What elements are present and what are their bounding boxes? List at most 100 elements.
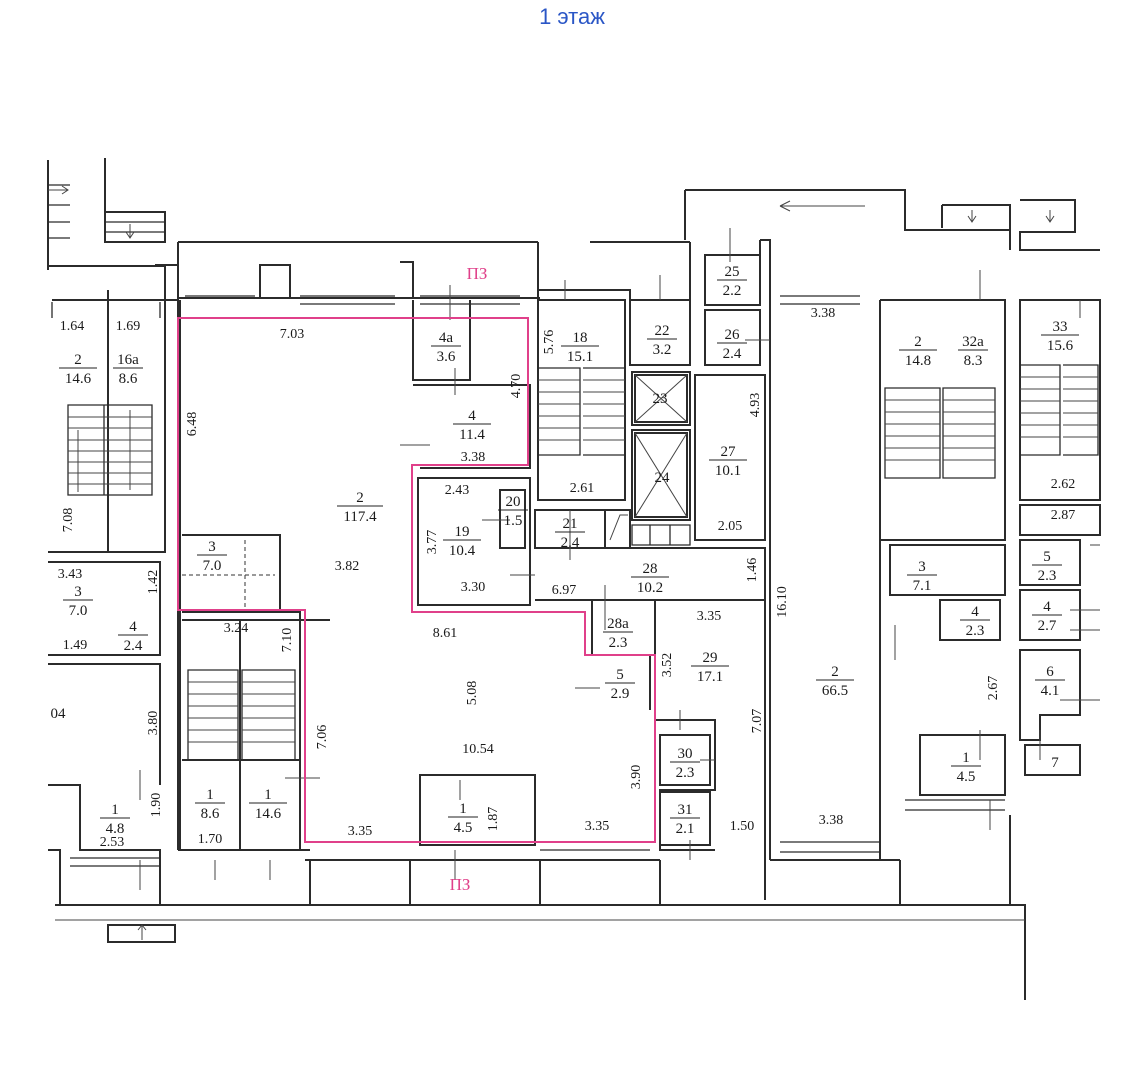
room-r3r: 37.1 [907, 559, 937, 594]
room-area: 2.3 [966, 623, 985, 639]
dimension-label: 1.42 [146, 570, 161, 595]
room-r25: 252.2 [717, 264, 747, 299]
room-r1b: 18.6 [195, 787, 225, 822]
room-r2a: 214.6 [59, 352, 97, 387]
room-area: 14.6 [255, 806, 282, 822]
room-r33: 33 15.6 [1041, 319, 1079, 354]
room-area: 15.6 [1047, 338, 1074, 354]
room-r3b: 37.0 [197, 539, 227, 574]
room-number: 3 [918, 559, 926, 575]
dimension-label: 7.08 [61, 508, 76, 533]
room-number: 5 [616, 667, 624, 683]
dimension-label: 3.82 [335, 559, 360, 574]
room-area: 2.7 [1038, 618, 1057, 634]
room-number: 1 [264, 787, 272, 803]
dimension-label: 1.50 [730, 819, 755, 834]
room-area: 14.8 [905, 353, 931, 369]
room-area: 3.2 [653, 342, 672, 358]
dimension-label: 5.08 [465, 681, 480, 706]
room-number: 2 [831, 664, 839, 680]
room-number: 31 [678, 802, 693, 818]
room-area: 11.4 [459, 427, 485, 443]
room-r1r: 14.5 [951, 750, 981, 785]
section-mark-top: ПЗ [467, 264, 488, 283]
room-r6r: 64.1 [1035, 664, 1065, 699]
room-area: 15.1 [567, 349, 593, 365]
room-number: 29 [703, 650, 718, 666]
lift-label-24: 24 [655, 470, 671, 486]
room-number: 4 [1043, 599, 1051, 615]
room-r4rr: 42.7 [1032, 599, 1062, 634]
room-label-04: 04 [51, 706, 67, 722]
room-number: 1 [111, 802, 119, 818]
room-area: 4.1 [1041, 683, 1060, 699]
room-area: 2.4 [124, 638, 143, 654]
room-area: 2.9 [611, 686, 630, 702]
room-labels: 214.616а8.637.042.414.82117.437.018.6114… [59, 264, 1079, 837]
highlighted-premises-outline [177, 317, 656, 843]
room-number: 21 [563, 516, 578, 532]
room-number: 2 [914, 334, 922, 350]
dimension-label: 1.90 [149, 793, 164, 818]
walls [47, 158, 1101, 1000]
room-number: 32а [962, 334, 984, 350]
room-r3a: 37.0 [63, 584, 93, 619]
dimension-label: 3.52 [660, 653, 675, 678]
dimension-label: 2.67 [986, 676, 1001, 701]
dimension-label: 1.46 [745, 558, 760, 583]
dimension-label: 2.62 [1051, 477, 1076, 492]
dimension-label: 2.61 [570, 481, 595, 496]
dimension-label: 16.10 [775, 586, 790, 618]
room-number: 4 [971, 604, 979, 620]
room-number: 33 [1053, 319, 1068, 335]
room-area: 2.3 [676, 765, 695, 781]
room-r21: 212.4 [555, 516, 585, 551]
room-number: 3 [208, 539, 216, 555]
room-number: 4 [468, 408, 476, 424]
room-area: 17.1 [697, 669, 723, 685]
room-r1c: 114.6 [249, 787, 287, 822]
dimension-label: 3.90 [629, 765, 644, 790]
dimension-label: 1.70 [198, 832, 223, 847]
room-r4a2: 4а3.6 [431, 330, 461, 365]
room-area: 10.2 [637, 580, 663, 596]
dimension-label: 3.38 [461, 450, 486, 465]
room-r1d: 14.5 [448, 801, 478, 836]
room-area: 8.6 [201, 806, 220, 822]
room-area: 4.5 [957, 769, 976, 785]
room-number: 5 [1043, 549, 1051, 565]
room-r19: 19 10.4 [443, 524, 481, 559]
room-r5r: 52.3 [1032, 549, 1062, 584]
room-area: 14.6 [65, 371, 92, 387]
room-r4a: 42.4 [118, 619, 148, 654]
room-number: 1 [206, 787, 214, 803]
room-area: 4.8 [106, 821, 125, 837]
room-r20: 201.5 [498, 494, 528, 529]
room-r4b: 411.4 [453, 408, 491, 443]
room-r5a: 52.9 [605, 667, 635, 702]
dimension-label: 2.43 [445, 483, 470, 498]
room-number: 28а [607, 616, 629, 632]
room-area: 2.4 [723, 346, 742, 362]
room-r4r: 42.3 [960, 604, 990, 639]
dimension-label: 3.38 [819, 813, 844, 828]
room-r29: 29 17.1 [691, 650, 729, 685]
room-number: 19 [455, 524, 470, 540]
room-number: 4а [439, 330, 454, 346]
room-area: 3.6 [437, 349, 456, 365]
room-area: 10.4 [449, 543, 476, 559]
room-number: 25 [725, 264, 740, 280]
dimension-label: 3.77 [425, 530, 440, 555]
dimension-label: 3.35 [348, 824, 373, 839]
dimension-label: 3.80 [146, 711, 161, 736]
room-label-7: 7 [1051, 755, 1059, 771]
dimension-label: 7.06 [315, 725, 330, 750]
room-r2r: 214.8 [899, 334, 937, 369]
room-number: 20 [506, 494, 521, 510]
